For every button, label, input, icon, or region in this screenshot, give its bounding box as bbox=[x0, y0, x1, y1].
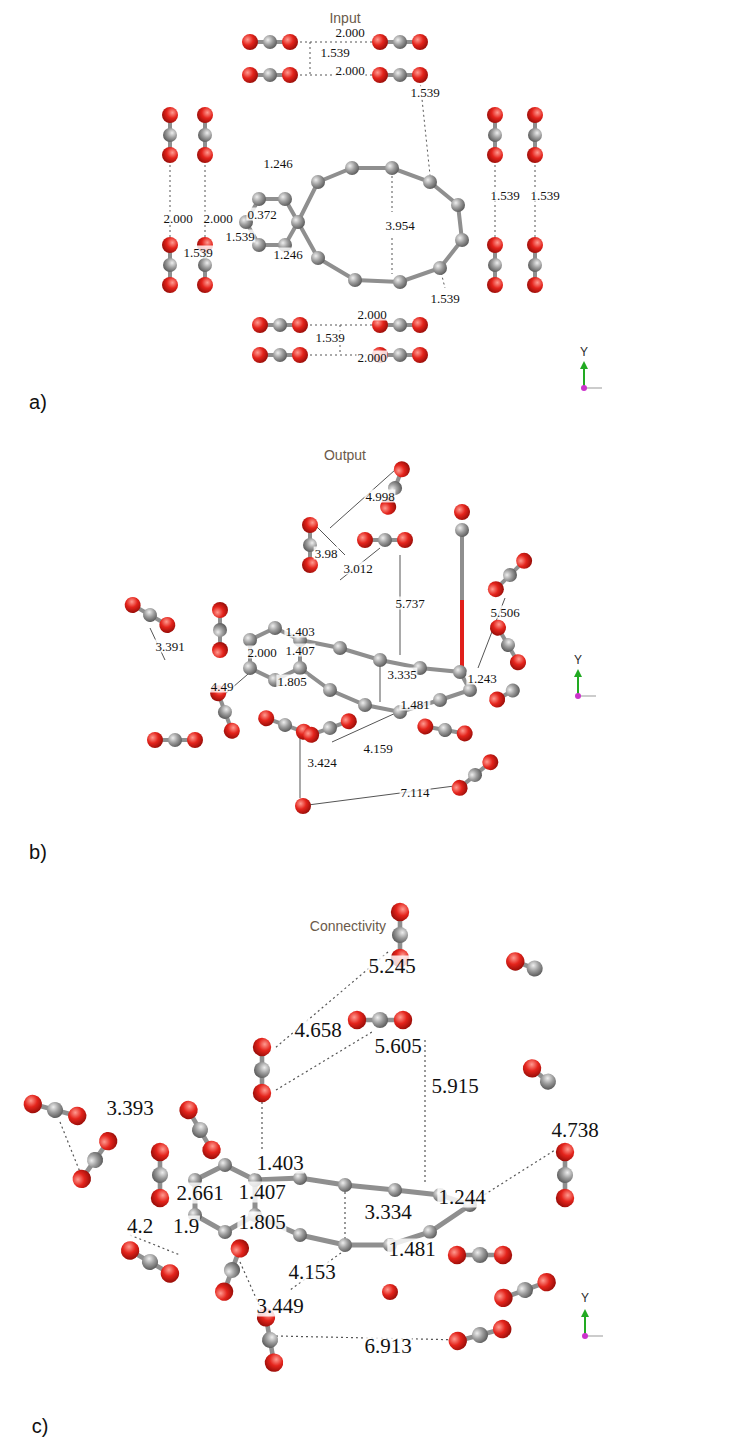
panel-title: Output bbox=[324, 448, 366, 462]
panel-title: Input bbox=[329, 11, 360, 25]
distance-label: 1.246 bbox=[272, 248, 303, 261]
distance-label: 1.481 bbox=[387, 1239, 436, 1260]
distance-label: 3.335 bbox=[386, 668, 417, 681]
distance-label: 4.159 bbox=[362, 742, 393, 755]
distance-label: 1.244 bbox=[437, 1187, 486, 1208]
distance-label: 1.481 bbox=[399, 698, 430, 711]
distance-label: 5.605 bbox=[373, 1036, 422, 1057]
distance-label: 1.539 bbox=[182, 246, 213, 259]
distance-label: 3.391 bbox=[154, 640, 185, 653]
distance-label: 1.246 bbox=[262, 157, 293, 170]
distance-label: 5.506 bbox=[489, 606, 520, 619]
distance-label: 3.424 bbox=[306, 756, 337, 769]
distance-label: 2.000 bbox=[334, 26, 365, 39]
distance-label: 7.114 bbox=[400, 786, 431, 799]
distance-label: 4.998 bbox=[364, 490, 395, 503]
axis-label: Y bbox=[574, 654, 582, 666]
distance-label: 5.245 bbox=[367, 956, 416, 977]
panel-letter: b) bbox=[29, 842, 47, 862]
distance-label: 1.805 bbox=[276, 675, 307, 688]
distance-label: 4.2 bbox=[126, 1216, 154, 1237]
distance-label: 1.539 bbox=[319, 46, 350, 59]
distance-label: 3.98 bbox=[314, 547, 339, 560]
distance-label: 1.539 bbox=[489, 189, 520, 202]
distance-label: 1.403 bbox=[284, 625, 315, 638]
distance-label: 2.661 bbox=[175, 1183, 224, 1204]
distance-label: 4.738 bbox=[550, 1120, 599, 1141]
distance-label: 2.000 bbox=[334, 64, 365, 77]
distance-label: 3.334 bbox=[363, 1202, 412, 1223]
distance-label: 2.000 bbox=[246, 646, 277, 659]
distance-label: 1.539 bbox=[224, 230, 255, 243]
distance-label: 1.539 bbox=[314, 331, 345, 344]
distance-label: 1.243 bbox=[466, 672, 497, 685]
distance-label: 3.012 bbox=[342, 562, 373, 575]
distance-label: 2.000 bbox=[356, 308, 387, 321]
distance-label: 2.000 bbox=[202, 212, 233, 225]
distance-label: 1.407 bbox=[237, 1182, 286, 1203]
distance-label: 1.403 bbox=[255, 1153, 304, 1174]
distance-label: 4.49 bbox=[210, 680, 235, 693]
axis-label: Y bbox=[581, 1292, 589, 1304]
distance-label: 1.9 bbox=[172, 1216, 200, 1237]
panel-letter: a) bbox=[29, 392, 47, 412]
distance-label: 1.407 bbox=[284, 644, 315, 657]
distance-label: 4.658 bbox=[293, 1020, 342, 1041]
distance-label: 2.000 bbox=[356, 351, 387, 364]
distance-label: 1.805 bbox=[237, 1212, 286, 1233]
panel-letter: c) bbox=[32, 1416, 49, 1436]
distance-label: 4.153 bbox=[287, 1262, 336, 1283]
distance-label: 0.372 bbox=[246, 208, 277, 221]
panel-title: Connectivity bbox=[310, 919, 386, 933]
distance-label: 1.539 bbox=[529, 189, 560, 202]
distance-label: 3.954 bbox=[384, 219, 415, 232]
axis-label: Y bbox=[580, 346, 588, 358]
distance-label: 5.915 bbox=[430, 1076, 479, 1097]
distance-label: 1.539 bbox=[429, 292, 460, 305]
distance-label: 3.449 bbox=[255, 1296, 304, 1317]
distance-label: 6.913 bbox=[363, 1336, 412, 1357]
distance-label: 5.737 bbox=[394, 597, 425, 610]
distance-label: 1.539 bbox=[409, 86, 440, 99]
distance-label: 2.000 bbox=[162, 212, 193, 225]
distance-label: 3.393 bbox=[105, 1098, 154, 1119]
